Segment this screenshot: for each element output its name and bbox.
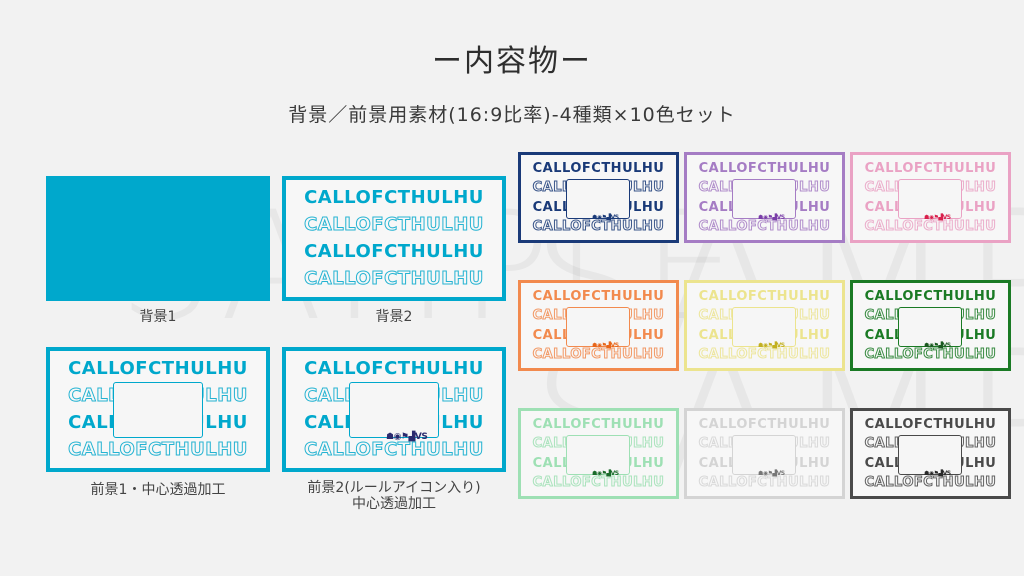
banner-text-outline: CALLOFCTHULHU [532, 347, 665, 363]
banner-text-rows: CALLOFCTHULHU CALLOFCTHULHU CALLOFCTHULHU C… [286, 180, 502, 297]
banner-text-rows: CALLOFCTHULHUCALLOFCTHULHUCALLOFCTHULHUC… [853, 155, 1008, 240]
rule-icons: ☗◉⚑▟VS [758, 470, 785, 477]
banner-text-solid: CALLOFCTHULHU [698, 416, 831, 432]
banner-text-solid: CALLOFCTHULHU [532, 288, 665, 304]
color-variant-navy: CALLOFCTHULHUCALLOFCTHULHUCALLOFCTHULHUC… [518, 152, 679, 243]
rule-icons: ☗◉⚑▟VS [592, 214, 619, 221]
banner-text-solid: CALLOFCTHULHU [532, 416, 665, 432]
banner-text-solid: CALLOFCTHULHU [864, 416, 997, 432]
rule-icons: ☗◉⚑▟VS [758, 342, 785, 349]
color-variant-pink: CALLOFCTHULHUCALLOFCTHULHUCALLOFCTHULHUC… [850, 152, 1011, 243]
rule-icons: ☗◉⚑▟VS [592, 342, 619, 349]
transparent-center-window [732, 307, 796, 347]
banner-text-solid: CALLOFCTHULHU [304, 241, 484, 262]
transparent-center-window [566, 307, 630, 347]
banner-text-outline: CALLOFCTHULHU [864, 475, 997, 491]
transparent-center-window [566, 179, 630, 219]
banner-text-outline: CALLOFCTHULHU [698, 219, 831, 235]
banner-text-outline: CALLOFCTHULHU [698, 475, 831, 491]
page-subtitle: 背景／前景用素材(16:9比率)-4種類×10色セット [288, 104, 736, 126]
banner-text-solid: CALLOFCTHULHU [864, 288, 997, 304]
transparent-center-window [566, 435, 630, 475]
foreground-2-preview: CALLOFCTHULHUCALLOFCTHULHUCALLOFCTHULHUC… [282, 347, 506, 472]
color-variant-orange: CALLOFCTHULHUCALLOFCTHULHUCALLOFCTHULHUC… [518, 280, 679, 371]
rule-icons: ☗◉⚑▟VS [758, 214, 785, 221]
transparent-center-window [898, 435, 962, 475]
foreground-1-label: 前景1・中心透過加工 [90, 482, 226, 498]
background-1-preview [46, 176, 270, 301]
background-1-label: 背景1 [139, 309, 177, 325]
rule-icons: ☗◉⚑▟VS [924, 470, 951, 477]
page-title: ー内容物ー [432, 44, 592, 79]
transparent-center-window [898, 179, 962, 219]
color-variant-green: CALLOFCTHULHUCALLOFCTHULHUCALLOFCTHULHUC… [850, 280, 1011, 371]
color-variant-light-gray: CALLOFCTHULHUCALLOFCTHULHUCALLOFCTHULHUC… [684, 408, 845, 499]
banner-text-outline: CALLOFCTHULHU [864, 347, 997, 363]
color-variant-yellow: CALLOFCTHULHUCALLOFCTHULHUCALLOFCTHULHUC… [684, 280, 845, 371]
banner-text-outline: CALLOFCTHULHU [68, 439, 248, 460]
transparent-center-window [349, 382, 439, 438]
rule-icons: ☗◉⚑▟VS [924, 342, 951, 349]
foreground-1-preview: CALLOFCTHULHUCALLOFCTHULHUCALLOFCTHULHUC… [46, 347, 270, 472]
banner-text-outline: CALLOFCTHULHU [532, 475, 665, 491]
color-variant-dark-gray: CALLOFCTHULHUCALLOFCTHULHUCALLOFCTHULHUC… [850, 408, 1011, 499]
color-variant-mint: CALLOFCTHULHUCALLOFCTHULHUCALLOFCTHULHUC… [518, 408, 679, 499]
color-variant-purple: CALLOFCTHULHUCALLOFCTHULHUCALLOFCTHULHUC… [684, 152, 845, 243]
foreground-2-label-line1: 前景2(ルールアイコン入り) [307, 480, 481, 496]
background-2-preview: CALLOFCTHULHU CALLOFCTHULHU CALLOFCTHULHU C… [282, 176, 506, 301]
banner-text-solid: CALLOFCTHULHU [304, 187, 484, 208]
banner-text-outline: CALLOFCTHULHU [864, 219, 997, 235]
banner-text-solid: CALLOFCTHULHU [698, 288, 831, 304]
transparent-center-window [898, 307, 962, 347]
banner-text-solid: CALLOFCTHULHU [68, 358, 248, 379]
rule-icons: ☗◉⚑▟VS [386, 432, 428, 442]
banner-text-solid: CALLOFCTHULHU [532, 160, 665, 176]
banner-text-outline: CALLOFCTHULHU [304, 268, 484, 289]
banner-text-outline: CALLOFCTHULHU [698, 347, 831, 363]
banner-text-outline: CALLOFCTHULHU [304, 214, 484, 235]
rule-icons: ☗◉⚑▟VS [592, 470, 619, 477]
transparent-center-window [732, 435, 796, 475]
banner-text-outline: CALLOFCTHULHU [304, 439, 484, 460]
rule-icons: ☗◉⚑▟VS [924, 214, 951, 221]
banner-text-solid: CALLOFCTHULHU [304, 358, 484, 379]
transparent-center-window [732, 179, 796, 219]
transparent-center-window [113, 382, 203, 438]
foreground-2-label-line2: 中心透過加工 [352, 496, 436, 512]
banner-text-solid: CALLOFCTHULHU [864, 160, 997, 176]
banner-text-outline: CALLOFCTHULHU [532, 219, 665, 235]
background-2-label: 背景2 [375, 309, 413, 325]
banner-text-solid: CALLOFCTHULHU [698, 160, 831, 176]
